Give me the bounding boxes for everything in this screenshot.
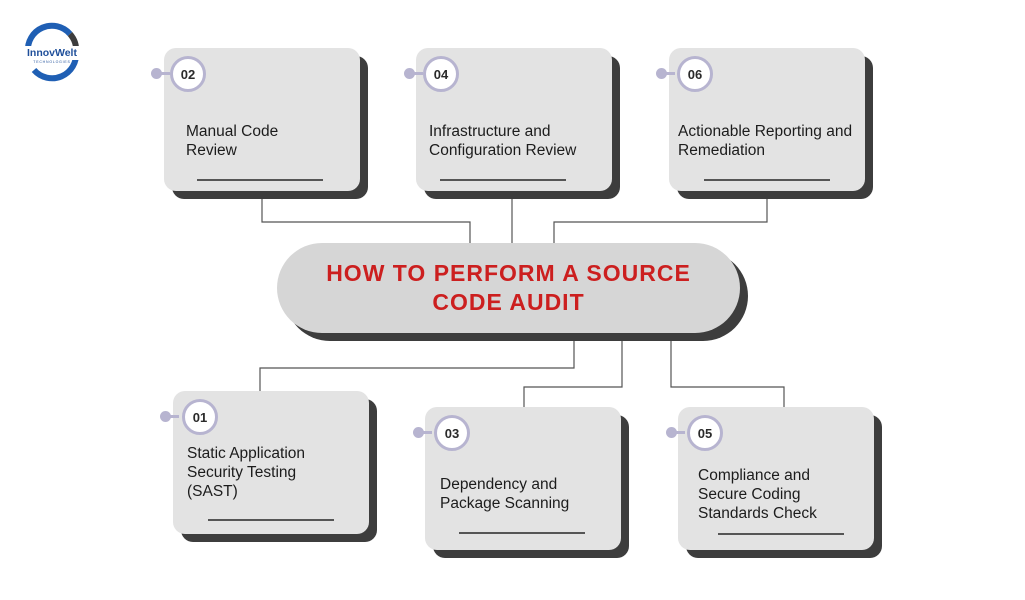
card-divider [459, 532, 585, 534]
step-label: Compliance and Secure Coding Standards C… [698, 467, 817, 522]
company-logo: InnovWelt TECHNOLOGIES [18, 18, 86, 86]
step-number-badge: 06 [677, 56, 713, 92]
diagram-title: HOW TO PERFORM A SOURCE CODE AUDIT [326, 260, 691, 315]
step-label: Actionable Reporting and Remediation [678, 123, 853, 159]
badge-connector-dot [160, 411, 171, 422]
logo-ring-icon: InnovWelt TECHNOLOGIES [20, 22, 84, 82]
badge-connector-stem [673, 431, 685, 434]
step-label: Dependency and Package Scanning [440, 476, 570, 512]
step-number-badge: 01 [182, 399, 218, 435]
card-divider [440, 179, 566, 181]
badge-connector-stem [167, 415, 179, 418]
badge-connector-stem [663, 72, 675, 75]
step-number-badge: 04 [423, 56, 459, 92]
connector-step-02 [261, 199, 471, 243]
badge-connector-stem [158, 72, 170, 75]
connector-step-06 [553, 199, 768, 243]
card-divider [704, 179, 830, 181]
card-divider [718, 533, 844, 535]
step-label: Manual Code Review [186, 123, 279, 159]
badge-connector-dot [413, 427, 424, 438]
connector-step-03 [523, 339, 623, 407]
step-label: Static Application Security Testing (SAS… [187, 445, 306, 500]
step-number-badge: 02 [170, 56, 206, 92]
step-number-badge: 03 [434, 415, 470, 451]
connector-step-01 [259, 339, 575, 391]
badge-connector-stem [411, 72, 423, 75]
logo-tagline-text: TECHNOLOGIES [33, 60, 70, 64]
step-number-badge: 05 [687, 415, 723, 451]
step-label: Infrastructure and Configuration Review [429, 123, 577, 159]
badge-connector-dot [656, 68, 667, 79]
badge-connector-dot [151, 68, 162, 79]
logo-brand-text: InnovWelt [27, 47, 77, 59]
badge-connector-dot [404, 68, 415, 79]
step-card-01: Static Application Security Testing (SAS… [173, 391, 369, 534]
step-card-05: Compliance and Secure Coding Standards C… [678, 407, 874, 550]
badge-connector-dot [666, 427, 677, 438]
card-divider [208, 519, 334, 521]
badge-connector-stem [420, 431, 432, 434]
center-title-pill: HOW TO PERFORM A SOURCE CODE AUDIT [277, 243, 740, 333]
connector-step-05 [670, 339, 785, 407]
card-divider [197, 179, 323, 181]
